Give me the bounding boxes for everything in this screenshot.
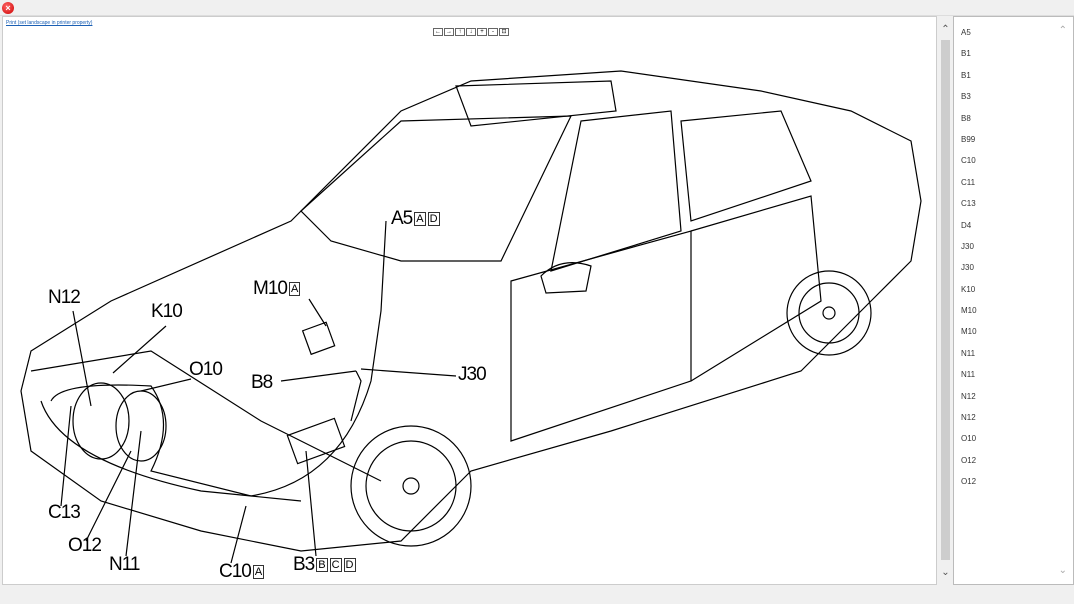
list-item[interactable]: B3 [961,92,971,102]
label-id: B3 [293,554,315,575]
label-C13[interactable]: C13 [48,502,81,523]
label-id: C10 [219,561,252,582]
car-wiring-drawing [20,70,922,564]
label-N11[interactable]: N11 [109,554,140,575]
pan-left-button[interactable]: ← [433,28,443,36]
label-O10[interactable]: O10 [189,359,223,380]
list-item[interactable]: D4 [961,220,972,230]
list-item[interactable]: B1 [961,70,971,80]
label-box[interactable]: D [427,211,440,226]
print-link[interactable]: Print (set landscape in printer property… [6,20,93,26]
list-item[interactable]: O12 [961,455,977,465]
list-item[interactable]: J30 [961,263,974,273]
scroll-up-icon[interactable]: ⌃ [941,24,950,35]
label-box[interactable]: D [343,557,356,572]
list-scroll-up-icon[interactable]: ⌃ [1058,25,1067,36]
list-item[interactable]: K10 [961,284,976,294]
zoom-out-button[interactable]: - [488,28,498,36]
list-item[interactable]: N11 [961,348,976,358]
label-box[interactable]: A [414,211,426,226]
label-J30[interactable]: J30 [458,364,487,385]
pan-down-button[interactable]: ↓ [466,28,476,36]
scrollbar-thumb[interactable] [941,40,950,560]
label-id: M10 [253,278,288,299]
list-item[interactable]: M10 [961,327,977,337]
diagram-panel: Print (set landscape in printer property… [2,16,937,585]
list-item[interactable]: O12 [961,477,977,487]
list-item[interactable]: C11 [961,177,976,187]
pan-right-button[interactable]: → [444,28,454,36]
pan-up-button[interactable]: ↑ [455,28,465,36]
close-icon[interactable]: × [2,2,14,14]
fit-button[interactable]: ⊡ [499,28,509,36]
title-bar: × [0,0,1074,16]
list-item[interactable]: A5 [961,28,971,37]
list-item[interactable]: N11 [961,370,976,380]
label-box[interactable]: B [316,557,328,572]
zoom-in-button[interactable]: + [477,28,487,36]
list-scroll-down-icon[interactable]: ⌄ [1058,565,1067,576]
label-id: A5 [391,208,413,229]
diagram-scrollbar[interactable]: ⌃ ⌄ [938,22,953,580]
label-B8[interactable]: B8 [251,372,273,393]
list-item[interactable]: J30 [961,241,974,251]
list-item[interactable]: N12 [961,413,976,423]
scroll-down-icon[interactable]: ⌄ [941,567,950,578]
list-item[interactable]: C13 [961,199,976,209]
list-item[interactable]: N12 [961,391,976,401]
status-bar [0,585,1074,604]
list-item[interactable]: B99 [961,134,976,144]
label-O12[interactable]: O12 [68,535,102,556]
list-item[interactable]: B8 [961,113,971,123]
label-box[interactable]: A [288,281,301,296]
label-box[interactable]: C [329,557,342,572]
label-K10[interactable]: K10 [151,301,183,322]
label-N12[interactable]: N12 [48,287,81,308]
list-item[interactable]: C10 [961,156,976,166]
label-box[interactable]: A [252,564,265,579]
list-item[interactable]: O10 [961,434,977,444]
list-item[interactable]: M10 [961,306,977,316]
list-item[interactable]: B1 [961,49,971,59]
diagram-toolbar: ← → ↑ ↓ + - ⊡ [433,28,509,36]
